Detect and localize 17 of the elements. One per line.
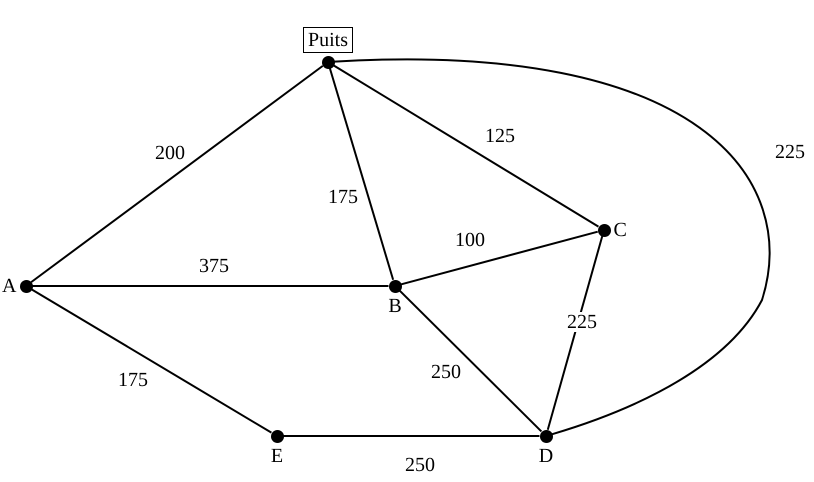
graph-edge xyxy=(546,236,604,430)
vertex-label: E xyxy=(270,446,284,466)
graph-edge xyxy=(401,230,598,286)
graph-edge xyxy=(398,290,542,432)
boxed-label: Puits xyxy=(302,26,354,52)
graph-edge xyxy=(31,288,272,434)
graph-edge xyxy=(284,435,540,437)
graph-edge xyxy=(333,64,599,228)
vertex-label: D xyxy=(538,446,554,466)
vertex-label: A xyxy=(2,276,16,296)
graph-edge xyxy=(334,58,770,436)
graph-edge xyxy=(32,285,388,287)
graph-edge xyxy=(30,65,324,283)
vertex-label: B xyxy=(388,296,402,316)
edge-weight: 225 xyxy=(567,312,597,332)
vertex-label: C xyxy=(614,220,627,240)
graph-edge xyxy=(328,68,394,280)
